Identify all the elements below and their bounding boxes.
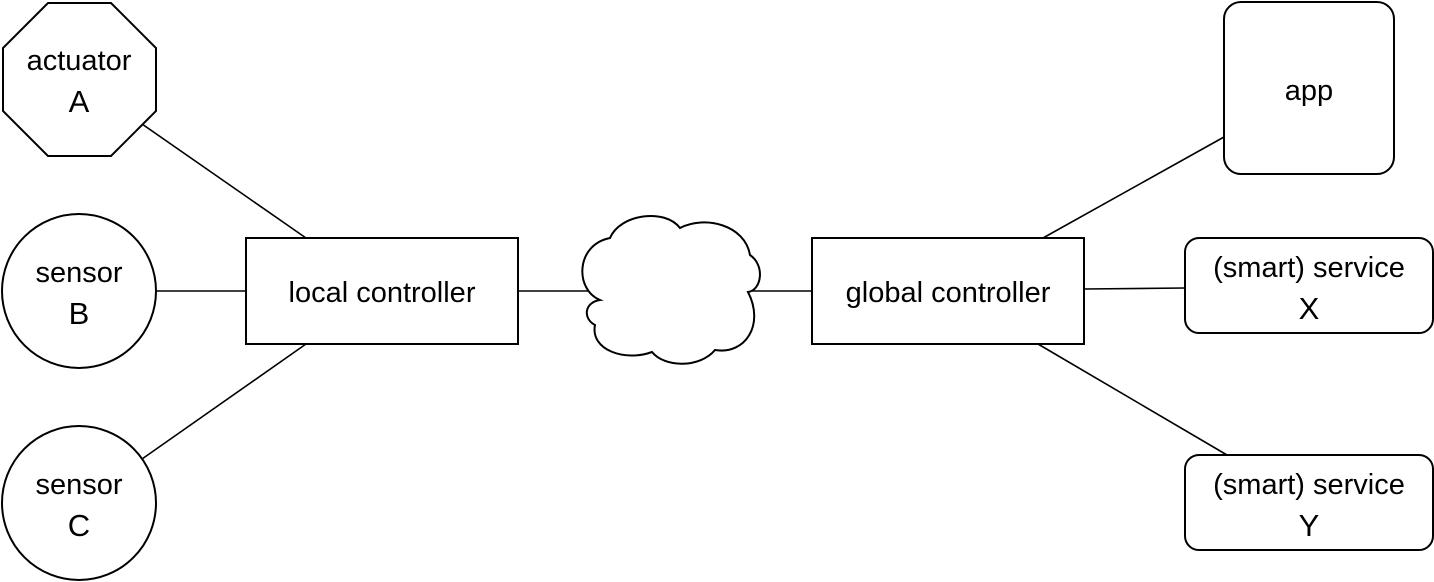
rounded-rectangle-shape: [1184, 237, 1434, 334]
sensor-c-line2: C: [68, 508, 90, 543]
rounded-rectangle-shape: [1184, 454, 1434, 551]
edge-global-controller-service-x: [1083, 287, 1186, 290]
rectangle-shape: [811, 237, 1085, 345]
sensor-c-line1: sensor: [35, 469, 122, 501]
service-x-line1: (smart) service: [1213, 252, 1405, 284]
edge-actuator-a-local-controller: [141, 123, 307, 239]
sensor-b-node: sensor B: [1, 213, 157, 369]
edge-global-controller-service-y: [1037, 343, 1228, 456]
edge-sensor-c-local-controller: [141, 343, 307, 460]
cloud-shape: [581, 214, 761, 365]
app-label: app: [1285, 75, 1333, 107]
network-cloud-icon: [581, 214, 761, 365]
app-node: app: [1223, 1, 1395, 175]
local-controller-node: local controller: [245, 237, 519, 345]
octagon-shape: [2, 2, 157, 157]
service-x-node: (smart) service X: [1184, 237, 1434, 334]
circle-shape: [1, 425, 157, 581]
sensor-b-line1: sensor: [35, 257, 122, 289]
sensor-c-node: sensor C: [1, 425, 157, 581]
rounded-rectangle-shape: [1223, 1, 1395, 175]
service-x-line2: X: [1299, 291, 1320, 326]
actuator-a-line1: actuator: [27, 45, 132, 77]
service-y-line2: Y: [1299, 508, 1320, 543]
global-controller-label: global controller: [846, 277, 1051, 309]
global-controller-node: global controller: [811, 237, 1085, 345]
actuator-a-node: actuator A: [2, 2, 157, 157]
connectors: [141, 123, 1228, 460]
edge-global-controller-app: [1042, 136, 1225, 239]
circle-shape: [1, 213, 157, 369]
rectangle-shape: [245, 237, 519, 345]
local-controller-label: local controller: [289, 277, 476, 309]
service-y-node: (smart) service Y: [1184, 454, 1434, 551]
service-y-line1: (smart) service: [1213, 469, 1405, 501]
sensor-b-line2: B: [69, 296, 90, 331]
actuator-a-line2: A: [69, 84, 90, 119]
